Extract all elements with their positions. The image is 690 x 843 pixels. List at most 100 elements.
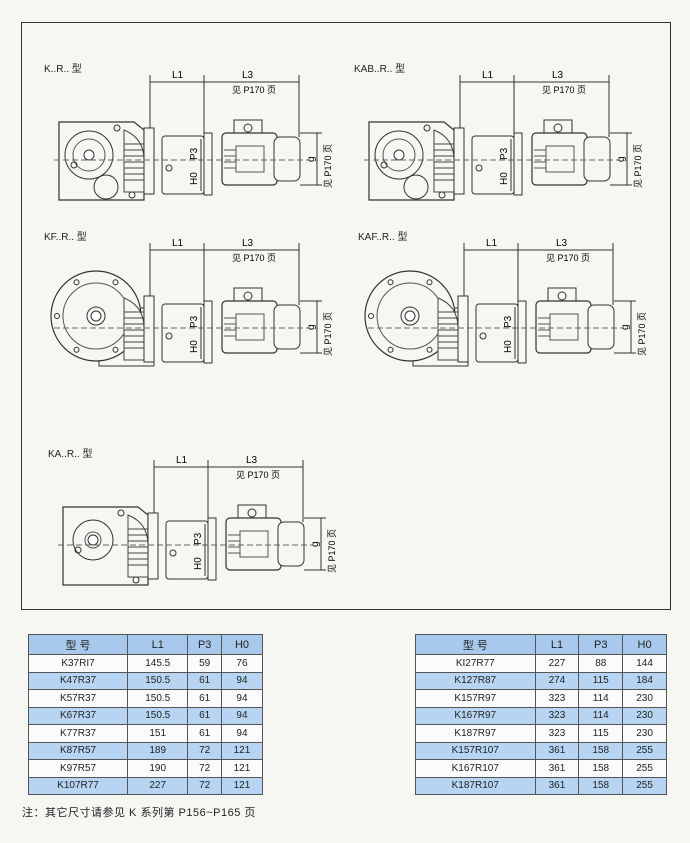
table-cell: 150.5 (127, 706, 189, 725)
table-cell: K87R57 (27, 741, 129, 760)
gear-fins (433, 129, 455, 193)
dim-l3-ref: 见 P170 页 (232, 253, 276, 263)
table-cell: 94 (220, 671, 264, 690)
dim-g-ref: 见 P170 页 (323, 144, 333, 188)
flange (457, 295, 469, 363)
dim-g-ref: 见 P170 页 (637, 312, 647, 356)
dim-h0-label: H0 (193, 557, 204, 570)
diagram-title: KAB..R.. 型 (354, 64, 406, 75)
adapter-housing (471, 132, 523, 196)
drawing-frame (21, 22, 671, 610)
dimension-lines (459, 75, 632, 191)
dim-p3-label: P3 (503, 315, 514, 328)
diagram-title: K..R.. 型 (44, 64, 82, 75)
electric-motor (221, 119, 301, 186)
dim-h0-label: H0 (503, 340, 514, 353)
dim-g-label: g (310, 541, 321, 547)
dim-p3-label: P3 (499, 147, 510, 160)
table-cell: 150.5 (127, 689, 189, 708)
adapter-housing (161, 300, 213, 364)
table-cell: 72 (187, 759, 222, 778)
table-cell: 94 (220, 689, 264, 708)
table-cell: 255 (622, 741, 667, 760)
dim-l3-ref: 见 P170 页 (236, 470, 280, 480)
table-cell: K187R97 (415, 724, 536, 743)
footnote: 注：其它尺寸请参见 K 系列第 P156~P165 页 (22, 807, 256, 819)
column-header: P3 (578, 634, 624, 655)
electric-motor (225, 504, 305, 571)
table-cell: 230 (622, 689, 667, 708)
table-cell: 158 (578, 759, 624, 778)
table-cell: K157R107 (415, 741, 536, 760)
table-cell: K187R107 (415, 776, 536, 795)
table-cell: K37RI7 (27, 654, 129, 673)
table-cell: 361 (534, 741, 580, 760)
table-cell: 59 (187, 654, 222, 673)
table-cell: 158 (578, 741, 624, 760)
table-cell: 88 (578, 654, 624, 673)
table-cell: 144 (622, 654, 667, 673)
diagram-kf-r: KF..R.. 型 (44, 228, 354, 393)
table-cell: 323 (534, 706, 580, 725)
table-cell: 115 (578, 724, 624, 743)
table-cell: 114 (578, 689, 624, 708)
dim-l3-ref: 见 P170 页 (546, 253, 590, 263)
table-cell: 61 (187, 724, 222, 743)
dim-h0-label: H0 (499, 172, 510, 185)
column-header: 型 号 (415, 634, 536, 655)
dim-l1-label: L1 (486, 238, 498, 249)
dim-l1-label: L1 (482, 70, 494, 81)
electric-motor (221, 287, 301, 354)
dim-l3-ref: 见 P170 页 (542, 85, 586, 95)
dim-l3-ref: 见 P170 页 (232, 85, 276, 95)
dim-h0-label: H0 (189, 172, 200, 185)
table-cell: K77R37 (27, 724, 129, 743)
dimension-lines (149, 243, 322, 359)
table-cell: 189 (127, 741, 189, 760)
table-cell: 361 (534, 776, 580, 795)
dimension-lines (463, 243, 636, 359)
table-cell: 61 (187, 706, 222, 725)
table-cell: 115 (578, 671, 624, 690)
dim-g-ref: 见 P170 页 (633, 144, 643, 188)
table-cell: 158 (578, 776, 624, 795)
table-cell: 114 (578, 706, 624, 725)
diagram-title: KAF..R.. 型 (358, 232, 408, 243)
diagram-title: KF..R.. 型 (44, 232, 87, 243)
table-cell: 150.5 (127, 671, 189, 690)
gearbox-housing (58, 121, 145, 201)
table-cell: K167R107 (415, 759, 536, 778)
flange (453, 127, 465, 195)
diagram-k-r: K..R.. 型 (44, 60, 354, 225)
dim-g-label: g (306, 324, 317, 330)
table-cell: 184 (622, 671, 667, 690)
table-cell: K107R77 (27, 776, 129, 795)
table-cell: 61 (187, 689, 222, 708)
gear-fins (123, 297, 145, 361)
table-cell: K57R37 (27, 689, 129, 708)
adapter-housing (161, 132, 213, 196)
table-cell: 190 (127, 759, 189, 778)
dimension-lines (153, 460, 326, 576)
dim-l3-label: L3 (556, 238, 568, 249)
column-header: H0 (220, 634, 264, 655)
electric-motor (531, 119, 611, 186)
dim-l1-label: L1 (172, 70, 184, 81)
column-header: L1 (127, 634, 189, 655)
dim-g-ref: 见 P170 页 (327, 529, 337, 573)
diagram-kaf-r: KAF..R.. 型 (358, 228, 668, 393)
column-header: H0 (622, 634, 667, 655)
column-header: P3 (187, 634, 222, 655)
